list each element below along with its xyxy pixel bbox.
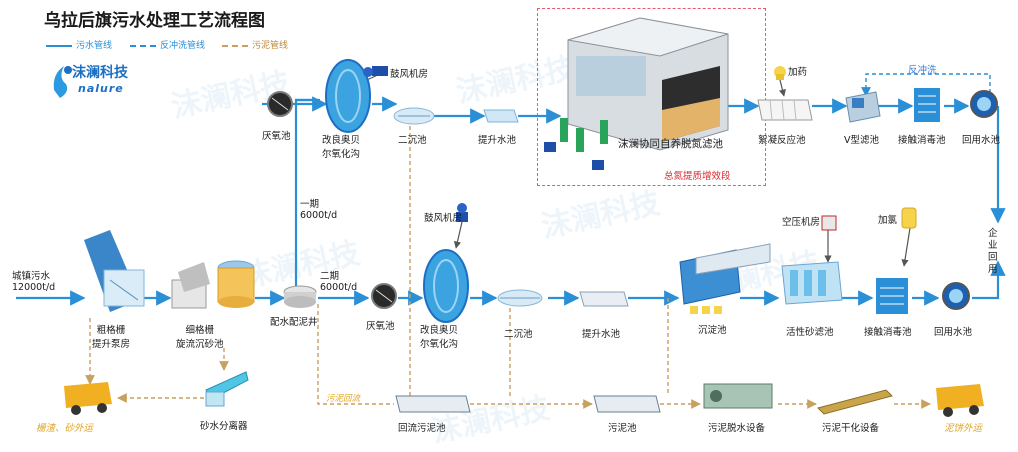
- dewatering-equipment-icon: [703, 383, 773, 409]
- label-blower-1: 鼓风机房: [390, 69, 429, 80]
- coagulation-tank-icon: [757, 66, 813, 121]
- label-drying: 污泥干化设备: [822, 423, 880, 434]
- label-coarse-screen: 粗格栅 提升泵房: [92, 325, 131, 350]
- sand-separator-icon: [205, 371, 249, 407]
- logo-sub: nalure: [78, 82, 124, 95]
- sludge-pool-icon: [593, 395, 661, 413]
- label-lift-pool-2: 提升水池: [582, 329, 621, 340]
- anoxic-tank-icon: [267, 91, 293, 117]
- label-contact-disinfection-1: 接触消毒池: [898, 135, 946, 146]
- legend-label: 污泥管线: [252, 41, 289, 51]
- label-compressor: 空压机房: [782, 217, 821, 228]
- label-sludge-truck: 泥饼外运: [944, 423, 983, 434]
- label-coagulation: 絮凝反应池: [758, 135, 806, 146]
- label-efficiency-section: 总氮提质增效段: [664, 171, 731, 182]
- sedimentation-tank-icon: [679, 243, 771, 314]
- label-sand-filter: 活性砂滤池: [786, 327, 834, 338]
- label-anoxic-2: 厌氧池: [366, 321, 395, 332]
- legend-swatch: [130, 44, 156, 47]
- legend-item-sludge: 污泥管线: [222, 38, 288, 51]
- sludge-pool-icon: [395, 395, 471, 413]
- label-enterprise-reuse: 企 业 回 用: [988, 228, 998, 275]
- logo-brand: 沫澜科技: [72, 65, 128, 81]
- label-backwash: 反冲洗: [908, 65, 937, 76]
- distribution-well-icon: [283, 285, 317, 308]
- label-sludge-return: 污泥回流: [326, 394, 361, 404]
- oxidation-ditch-icon: [325, 59, 371, 133]
- drying-equipment-icon: [817, 389, 893, 415]
- contact-disinfection-icon: [914, 88, 940, 122]
- label-dosing: 加药: [788, 67, 808, 78]
- reuse-pool-icon: [942, 282, 970, 310]
- v-filter-icon: [845, 91, 881, 123]
- label-fine-screen: 细格栅 旋流沉砂池: [176, 325, 224, 350]
- legend-item-sewage: 污水管线: [46, 38, 112, 51]
- label-sand-separator: 砂水分离器: [200, 421, 248, 432]
- label-reuse-pool-1: 回用水池: [962, 135, 1001, 146]
- label-inflow: 城镇污水 12000t/d: [12, 271, 56, 293]
- label-anoxic-1: 厌氧池: [262, 131, 291, 142]
- efficiency-section-frame: [537, 8, 766, 186]
- clarifier-icon: [393, 107, 435, 125]
- coarse-screen-icon: [84, 230, 145, 312]
- label-dewatering: 污泥脱水设备: [708, 423, 766, 434]
- air-lines: [357, 73, 911, 267]
- label-grit-truck: 栅渣、砂外运: [36, 423, 94, 434]
- compressor-icon: [821, 215, 837, 231]
- truck-icon: [936, 384, 984, 417]
- sewage-lines: [16, 96, 1006, 306]
- reuse-pool-icon: [970, 90, 998, 118]
- legend-swatch: [222, 44, 248, 47]
- legend-item-backwash: 反冲洗管线: [130, 38, 205, 51]
- label-reuse-pool-2: 回用水池: [934, 327, 973, 338]
- label-contact-disinfection-2: 接触消毒池: [864, 327, 912, 338]
- label-v-filter: V型滤池: [844, 135, 879, 146]
- label-phase-2: 二期 6000t/d: [320, 271, 358, 293]
- fine-screen-icon: [171, 260, 255, 309]
- label-blower-2: 鼓风机房: [424, 213, 463, 224]
- label-chlorine: 加氯: [878, 215, 898, 226]
- legend-label: 污水管线: [76, 41, 113, 51]
- clarifier-icon: [497, 289, 543, 307]
- legend-label: 反冲洗管线: [160, 41, 206, 51]
- label-denitrification-filter: 沫澜协同自养脱氮滤池: [618, 138, 723, 150]
- label-sludge-pool: 污泥池: [608, 423, 637, 434]
- label-sedimentation: 沉淀池: [698, 325, 727, 336]
- label-clarifier-1: 二沉池: [398, 135, 427, 146]
- legend-swatch: [46, 44, 72, 47]
- label-lift-pool-1: 提升水池: [478, 135, 517, 146]
- lift-pool-icon: [579, 291, 629, 307]
- sand-filter-icon: [781, 261, 843, 305]
- oxidation-ditch-icon: [423, 249, 469, 323]
- company-logo: 沫澜科技 nalure: [50, 58, 134, 106]
- anoxic-tank-icon: [371, 283, 397, 309]
- blower-icon: [456, 203, 468, 222]
- label-oxidation-ditch-2: 改良奥贝 尔氧化沟: [420, 325, 459, 350]
- label-clarifier-2: 二沉池: [504, 329, 533, 340]
- logo-mark-icon: [53, 66, 72, 98]
- label-phase-1: 一期 6000t/d: [300, 199, 338, 221]
- sludge-lines: [85, 126, 931, 409]
- truck-icon: [64, 382, 112, 415]
- blower-icon: [363, 66, 388, 77]
- label-distribution-well: 配水配泥井: [270, 317, 318, 328]
- label-return-sludge-pool: 回流污泥池: [398, 423, 446, 434]
- label-oxidation-ditch-1: 改良奥贝 尔氧化沟: [322, 135, 361, 160]
- denitrification-filter-icon: [544, 17, 729, 170]
- contact-disinfection-icon: [876, 278, 908, 314]
- lift-pool-icon: [483, 109, 519, 123]
- backwash-lines: [861, 73, 991, 100]
- page-title: 乌拉后旗污水处理工艺流程图: [44, 11, 265, 31]
- chlorine-tank-icon: [901, 207, 917, 229]
